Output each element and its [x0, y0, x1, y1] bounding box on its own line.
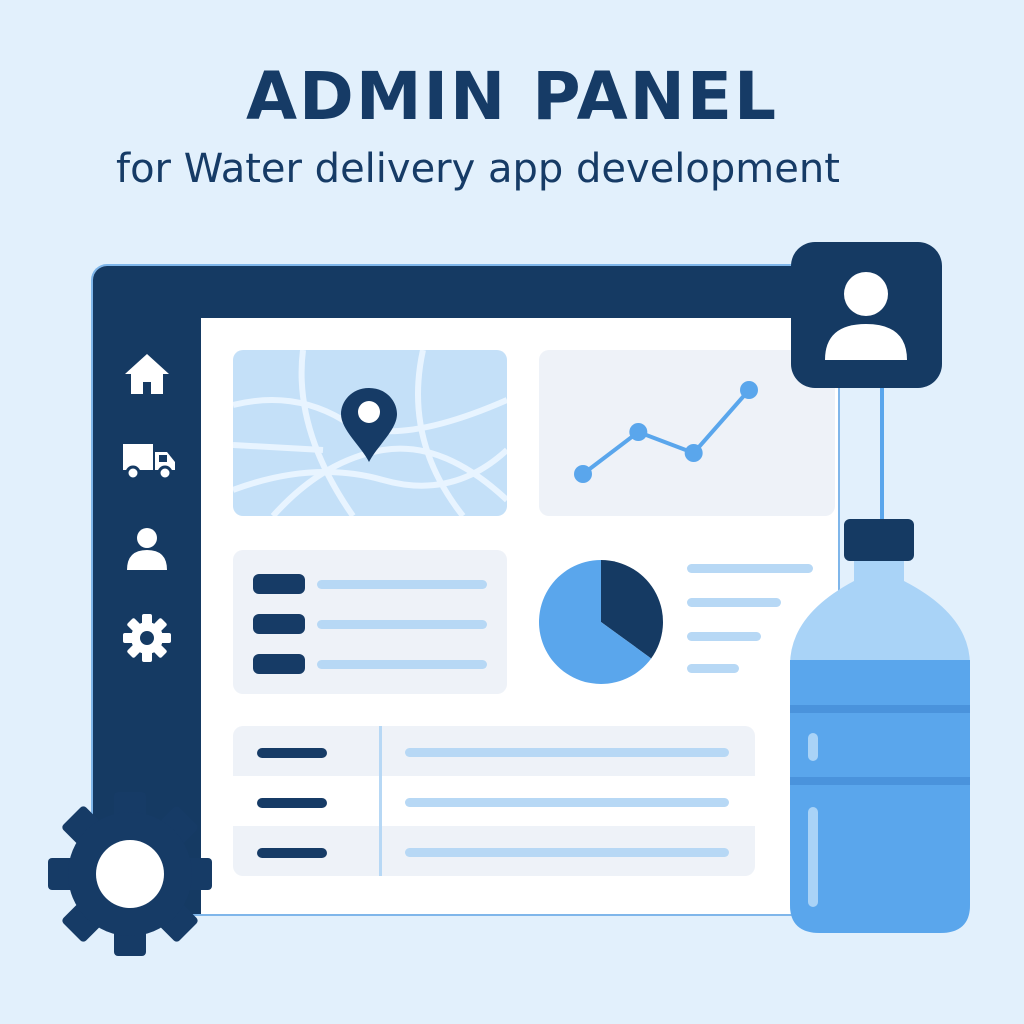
line-chart — [574, 381, 758, 483]
pie-slice — [539, 560, 652, 684]
page-title: ADMIN PANEL — [245, 58, 779, 135]
map-widget[interactable] — [233, 350, 507, 516]
line-point — [574, 465, 592, 483]
list-line — [317, 620, 487, 629]
list-badge — [253, 574, 305, 594]
line-point — [684, 444, 703, 462]
pie-chart — [539, 560, 663, 684]
gear-icon — [123, 614, 171, 662]
legend-line — [687, 664, 739, 673]
admin-window — [93, 266, 838, 914]
table-cell-key — [257, 798, 327, 808]
table-row[interactable] — [233, 726, 755, 776]
line-series — [581, 388, 751, 476]
list-line — [317, 580, 487, 589]
gear-icon — [40, 782, 220, 962]
window-titlebar — [93, 266, 838, 318]
map-illustration — [233, 350, 507, 516]
sidebar-item-delivery[interactable] — [121, 434, 175, 486]
data-table — [233, 726, 755, 876]
pie-slice — [601, 560, 663, 659]
table-cell-value — [405, 748, 729, 757]
table-cell-key — [257, 748, 327, 758]
table-column-divider — [379, 726, 382, 876]
user-avatar-icon — [825, 272, 907, 360]
user-icon — [127, 528, 167, 570]
list-line — [317, 660, 487, 669]
sidebar-item-users[interactable] — [121, 522, 173, 574]
page-subtitle: for Water delivery app development — [116, 146, 840, 192]
list-widget[interactable] — [233, 550, 507, 694]
table-row[interactable] — [233, 776, 755, 826]
list-badge — [253, 654, 305, 674]
connector-line — [880, 386, 884, 526]
list-badge — [253, 614, 305, 634]
line-chart-widget[interactable] — [539, 350, 835, 516]
sidebar-item-home[interactable] — [121, 348, 173, 400]
home-icon — [125, 354, 169, 394]
sidebar-item-settings[interactable] — [121, 612, 173, 664]
water-bottle-icon — [780, 515, 980, 940]
profile-badge[interactable] — [791, 242, 942, 388]
legend-line — [687, 564, 813, 573]
pie-chart-widget[interactable] — [539, 550, 835, 694]
line-point — [629, 423, 648, 441]
table-cell-value — [405, 798, 729, 807]
line-point — [740, 381, 758, 399]
map-pin-icon — [341, 388, 397, 462]
truck-icon — [123, 444, 175, 481]
table-row[interactable] — [233, 826, 755, 876]
legend-line — [687, 598, 781, 607]
table-cell-key — [257, 848, 327, 858]
legend-line — [687, 632, 761, 641]
table-cell-value — [405, 848, 729, 857]
